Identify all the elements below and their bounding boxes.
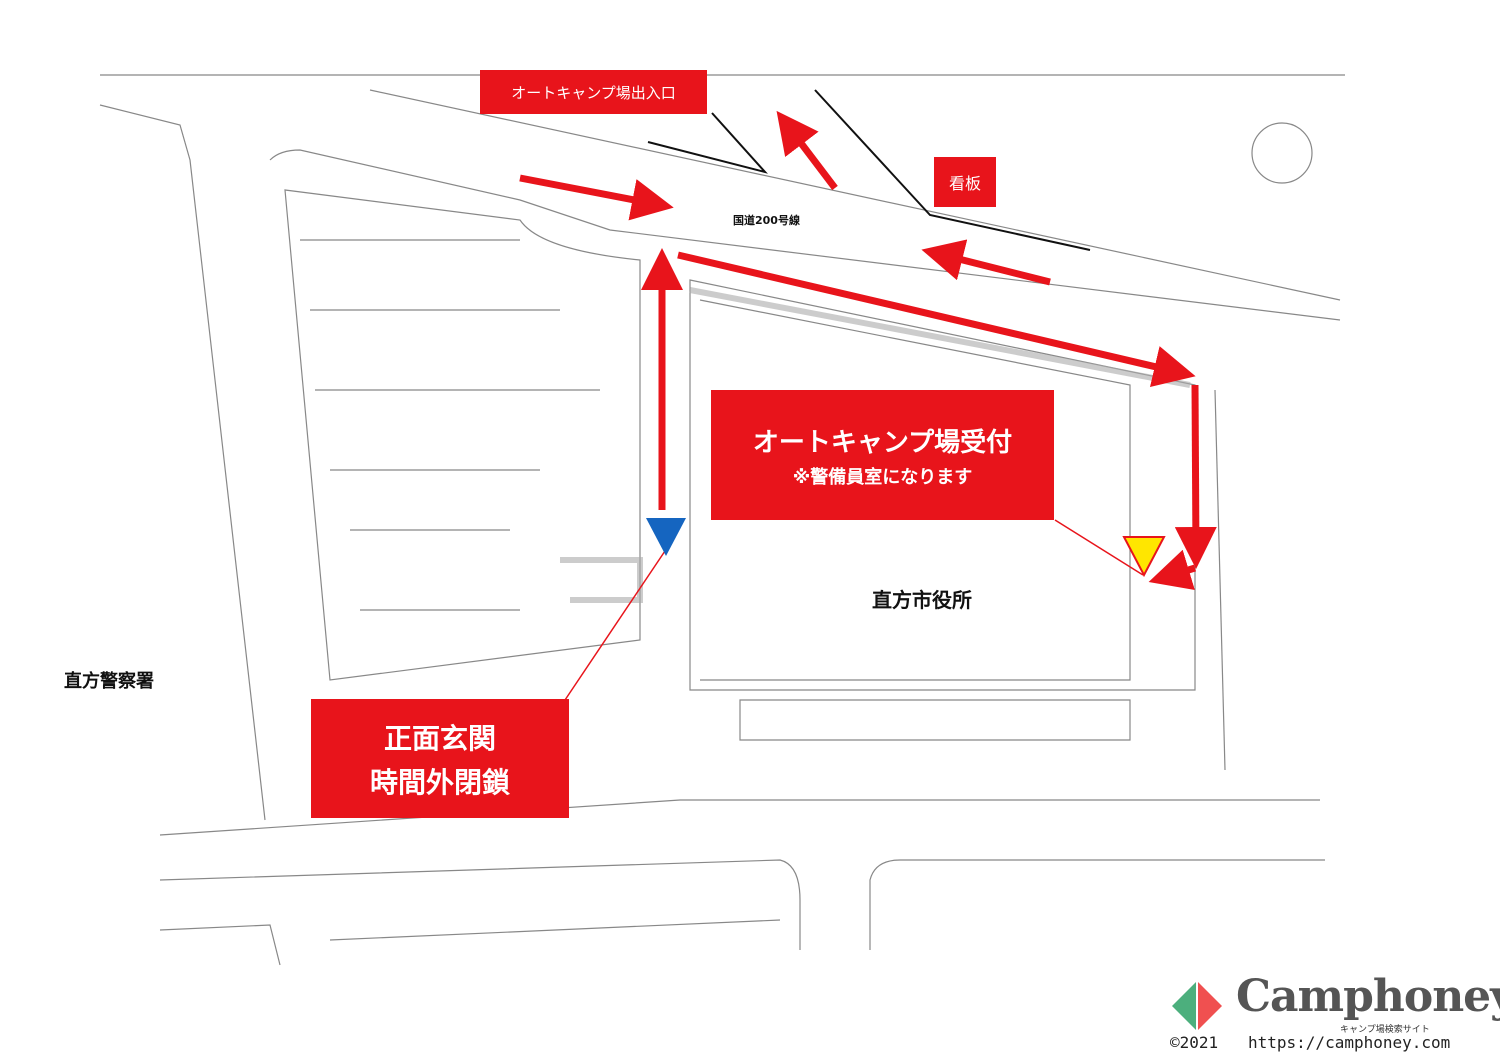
copyright: ©2021 — [1170, 1033, 1219, 1052]
logo-tagline: キャンプ場検索サイト — [1340, 1025, 1430, 1035]
plan-lines — [99, 74, 1345, 966]
reception-marker — [1122, 536, 1166, 578]
police-label: 直方警察署 — [64, 671, 154, 692]
logo-mark — [1172, 982, 1222, 1030]
sign-label-box: 看板 — [934, 157, 996, 207]
city-hall-label: 直方市役所 — [872, 588, 972, 612]
main-entrance-marker — [646, 518, 686, 556]
reception-label-box: オートキャンプ場受付 ※警備員室になります — [711, 390, 1054, 520]
entrance-label-box: オートキャンプ場出入口 — [480, 70, 707, 114]
camphoney-logo[interactable]: Camphoney キャンプ場検索サイト ©2021 https://camph… — [1168, 971, 1500, 1055]
route-arrows — [519, 110, 1217, 590]
logo-name: Camphoney — [1236, 971, 1500, 1022]
front-entrance-label-box: 正面玄関 時間外閉鎖 — [311, 699, 569, 818]
site-url[interactable]: https://camphoney.com — [1248, 1033, 1451, 1052]
road-label: 国道200号線 — [733, 214, 800, 227]
